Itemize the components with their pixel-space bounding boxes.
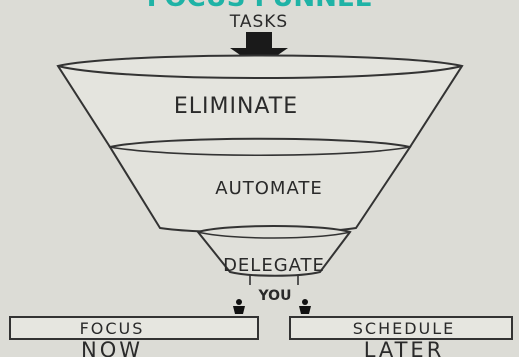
funnel-stage-delegate: DELEGATE (196, 225, 352, 277)
person-right-icon (299, 299, 311, 314)
output-label-later: LATER (364, 338, 445, 357)
stage-label-automate: AUTOMATE (215, 178, 322, 199)
heading-title: FOCUS FUNNEL (147, 0, 372, 13)
output-label-now: NOW (81, 338, 143, 357)
output-box-schedule: SCHEDULE (353, 319, 456, 338)
you-label: YOU (258, 288, 292, 304)
output-schedule: SCHEDULE LATER (289, 316, 513, 357)
down-arrow-icon (230, 32, 288, 68)
person-left-icon (233, 299, 245, 314)
output-focus: FOCUS NOW (9, 316, 259, 357)
output-box-focus: FOCUS (80, 319, 145, 338)
funnel-stage-automate: AUTOMATE (108, 137, 412, 234)
stage-label-delegate: DELEGATE (223, 255, 325, 276)
funnel-spout (249, 275, 299, 285)
tasks-label: TASKS (229, 12, 288, 32)
stage-label-eliminate: ELIMINATE (174, 94, 298, 119)
